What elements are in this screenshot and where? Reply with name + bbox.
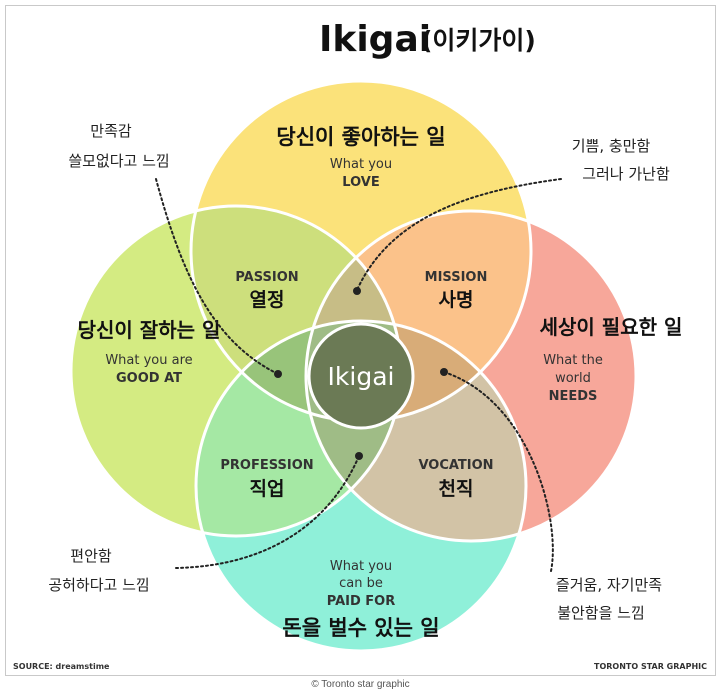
vocation-english-label: VOCATION — [418, 458, 493, 473]
annotation-top-left-line2: 쓸모없다고 느낌 — [68, 152, 169, 170]
leader-dot-passion-center — [274, 370, 282, 378]
good-at-english-line2: GOOD AT — [116, 371, 182, 386]
leader-line-bottom-left — [175, 455, 360, 569]
love-english-line2: LOVE — [342, 175, 379, 190]
needs-korean-label: 세상이 필요한 일 — [540, 315, 683, 339]
passion-korean-label: 열정 — [250, 289, 285, 311]
leader-dot-mission-center — [353, 287, 361, 295]
paid-english-line1: What you — [330, 559, 392, 574]
annotation-bottom-right-line2: 불안함을 느낌 — [557, 604, 645, 622]
paid-english-line2: can be — [339, 576, 383, 591]
annotation-top-right-line2: 그러나 가난함 — [582, 165, 670, 183]
image-caption: © Toronto star graphic — [311, 679, 410, 690]
center-ikigai — [307, 322, 415, 430]
ikigai-venn-diagram: Ikigai (이키가이) Ikigai 당신이 좋아하는 일 What you… — [13, 19, 707, 671]
credit-footer: TORONTO STAR GRAPHIC — [594, 662, 707, 671]
love-english-line1: What you — [330, 157, 392, 172]
needs-english-line1: What the — [543, 353, 603, 368]
mission-korean-label: 사명 — [439, 289, 474, 311]
love-korean-label: 당신이 좋아하는 일 — [276, 125, 445, 149]
needs-english-line2: world — [555, 371, 591, 386]
title-ikigai: Ikigai — [319, 19, 431, 60]
good-at-korean-label: 당신이 잘하는 일 — [78, 318, 221, 342]
leader-dot-vocation-center — [440, 368, 448, 376]
passion-english-label: PASSION — [235, 270, 298, 285]
annotation-top-right-line1: 기쁨, 충만함 — [572, 137, 651, 155]
vocation-korean-label: 천직 — [439, 478, 474, 500]
mission-english-label: MISSION — [425, 270, 488, 285]
source-footer: SOURCE: dreamstime — [13, 662, 110, 671]
paid-english-line3: PAID FOR — [327, 594, 396, 609]
diagram-frame: Ikigai (이키가이) Ikigai 당신이 좋아하는 일 What you… — [5, 5, 716, 676]
profession-english-label: PROFESSION — [220, 458, 313, 473]
center-ikigai-label: Ikigai — [328, 362, 395, 391]
profession-korean-label: 직업 — [250, 478, 285, 500]
title-korean: (이키가이) — [421, 26, 536, 55]
annotation-top-left-line1: 만족감 — [90, 122, 132, 140]
leader-line-top-left — [155, 178, 279, 375]
leader-line-top-right — [356, 178, 562, 291]
good-at-english-line1: What you are — [105, 353, 192, 368]
needs-english-line3: NEEDS — [549, 389, 598, 404]
annotation-bottom-left-line1: 편안함 — [70, 547, 112, 565]
leader-line-bottom-right — [443, 371, 554, 572]
annotation-bottom-left-line2: 공허하다고 느낌 — [48, 576, 149, 594]
leader-dot-profession-center — [355, 452, 363, 460]
annotation-bottom-right-line1: 즐거움, 자기만족 — [556, 576, 662, 594]
paid-korean-label: 돈을 벌수 있는 일 — [282, 616, 439, 640]
